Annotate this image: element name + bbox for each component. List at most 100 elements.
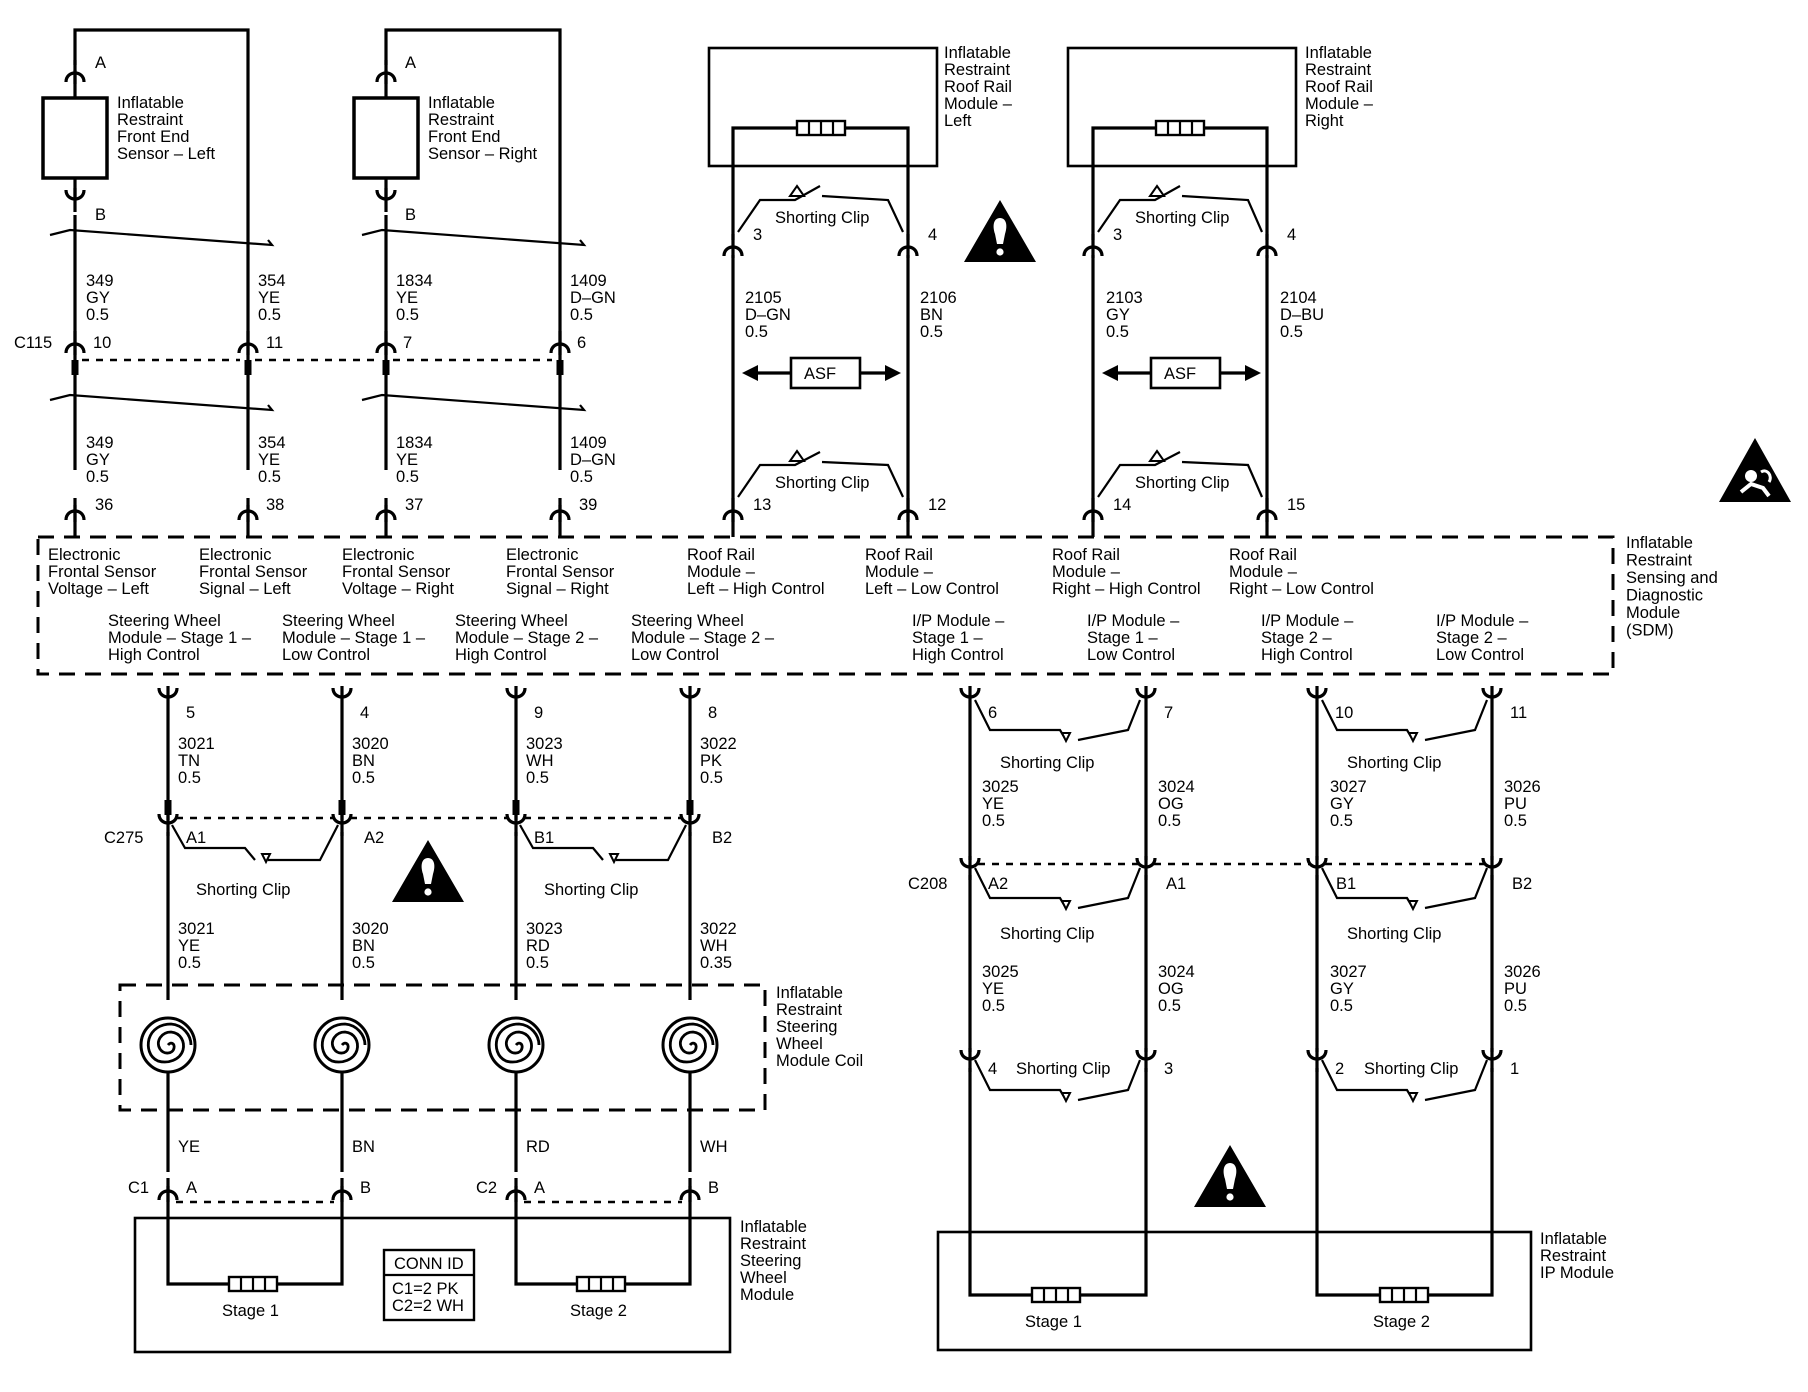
- pin-label: A1: [1166, 875, 1186, 893]
- sdm-pin-function-label: Frontal Sensor: [342, 563, 451, 581]
- pin-label: 7: [403, 334, 412, 352]
- wire-label: 0.5: [258, 468, 281, 486]
- connector-c208-label: C208: [908, 875, 947, 893]
- sdm-pin-function-label: Signal – Right: [506, 580, 609, 598]
- sdm-pin-function-label: Low Control: [282, 646, 370, 664]
- sdm-pin-function-label: I/P Module –: [1087, 612, 1180, 630]
- steering-wheel-module-label: Inflatable: [740, 1218, 807, 1236]
- sdm-pin-function-label: Low Control: [1436, 646, 1524, 664]
- wire-label: YE: [396, 289, 418, 307]
- wire-label: YE: [178, 1138, 200, 1156]
- coil-label: Steering: [776, 1018, 837, 1036]
- pin-label: B: [95, 206, 106, 224]
- steering-wheel-module-label: Restraint: [740, 1235, 806, 1253]
- sdm-pin-function-label: Electronic: [342, 546, 414, 564]
- pin-label: 4: [1287, 226, 1296, 244]
- shorting-clip-label: Shorting Clip: [1347, 754, 1441, 772]
- coil-icon: [661, 1016, 719, 1074]
- shorting-clip-label: Shorting Clip: [1135, 209, 1229, 227]
- connector-pin-icon: [1256, 498, 1278, 522]
- warning-icon: [392, 840, 464, 902]
- connector-pin-icon: [157, 1178, 179, 1202]
- pin-label: B2: [712, 829, 732, 847]
- wire-label: 2106: [920, 289, 957, 307]
- roof-rail-right-label: Module –: [1305, 95, 1374, 113]
- wire-label: YE: [258, 451, 280, 469]
- pin-label: B1: [534, 829, 554, 847]
- connector-pin-icon: [1256, 234, 1278, 258]
- wire-label: PU: [1504, 980, 1527, 998]
- connector-pin-icon: [1135, 856, 1157, 880]
- shorting-clip-label: Shorting Clip: [544, 881, 638, 899]
- wire-label: 0.5: [745, 323, 768, 341]
- pin-label: 8: [708, 704, 717, 722]
- connector-pin-icon: [1082, 234, 1104, 258]
- wire-label: YE: [178, 937, 200, 955]
- wire-label: 1834: [396, 272, 433, 290]
- sdm-pin-function-label: Electronic: [506, 546, 578, 564]
- wire-label: 0.5: [920, 323, 943, 341]
- pin-label: 14: [1113, 496, 1131, 514]
- front-sensor-right-label: Restraint: [428, 111, 494, 129]
- sdm-pin-function-label: Module –: [865, 563, 934, 581]
- pin-label: 1: [1510, 1060, 1519, 1078]
- front-sensor-right-label: Sensor – Right: [428, 145, 538, 163]
- wire-label: BN: [352, 937, 375, 955]
- sdm-pin-function-label: Roof Rail: [1052, 546, 1120, 564]
- pin-label: B: [405, 206, 416, 224]
- pin-label: A2: [988, 875, 1008, 893]
- wire-label: 3021: [178, 920, 215, 938]
- wire-label: YE: [396, 451, 418, 469]
- connector-c1-label: C1: [128, 1179, 149, 1197]
- wire-label: 1834: [396, 434, 433, 452]
- wire-label: YE: [982, 980, 1004, 998]
- connector-pin-icon: [331, 686, 353, 710]
- front-sensor-left-label: Front End: [117, 128, 189, 146]
- wire-label: 3023: [526, 735, 563, 753]
- connector-pin-icon: [64, 331, 86, 355]
- sdm-pin-function-label: Stage 1 –: [912, 629, 983, 647]
- sdm-pin-function-label: Stage 2 –: [1436, 629, 1507, 647]
- pin-label: A: [95, 54, 106, 72]
- wire-label: 0.35: [700, 954, 732, 972]
- wire-label: GY: [86, 451, 110, 469]
- connector-pin-icon: [1082, 498, 1104, 522]
- wire-label: 0.5: [1504, 812, 1527, 830]
- pin-label: A: [186, 1179, 197, 1197]
- sdm-pin-function-label: Module – Stage 1 –: [282, 629, 426, 647]
- sdm-pin-function-label: Right – Low Control: [1229, 580, 1374, 598]
- sdm-pin-function-label: I/P Module –: [912, 612, 1005, 630]
- wire-label: PK: [700, 752, 722, 770]
- sdm-pin-function-label: High Control: [455, 646, 547, 664]
- ip-module-label: IP Module: [1540, 1264, 1614, 1282]
- wire-label: 1409: [570, 434, 607, 452]
- shorting-clip-label: Shorting Clip: [1016, 1060, 1110, 1078]
- sdm-pin-function-label: High Control: [108, 646, 200, 664]
- pin-label: 3: [753, 226, 762, 244]
- connector-pin-icon: [505, 686, 527, 710]
- wire-label: GY: [86, 289, 110, 307]
- sdm-label: Diagnostic: [1626, 587, 1703, 605]
- sdm-label: Inflatable: [1626, 534, 1693, 552]
- wire-label: BN: [352, 752, 375, 770]
- sdm-pin-function-label: Roof Rail: [687, 546, 755, 564]
- sdm-pin-function-label: Frontal Sensor: [506, 563, 615, 581]
- wire-label: 0.5: [1158, 997, 1181, 1015]
- sdm-pin-function-label: Steering Wheel: [282, 612, 395, 630]
- wire-label: YE: [982, 795, 1004, 813]
- connector-pin-icon: [959, 1048, 981, 1072]
- sdm-pin-function-label: Right – High Control: [1052, 580, 1201, 598]
- pin-label: A1: [186, 829, 206, 847]
- wire-label: 0.5: [258, 306, 281, 324]
- sdm-pin-function-label: Electronic: [199, 546, 271, 564]
- wire-label: 3021: [178, 735, 215, 753]
- wire-label: OG: [1158, 980, 1184, 998]
- sdm-pin-function-label: Module –: [1229, 563, 1298, 581]
- steering-wheel-module-label: Steering: [740, 1252, 801, 1270]
- sdm-pin-function-label: Steering Wheel: [108, 612, 221, 630]
- connector-pin-icon: [64, 60, 86, 84]
- airbag-symbol-icon: [1719, 438, 1791, 502]
- connector-pin-icon: [375, 331, 397, 355]
- wire-label: 0.5: [352, 769, 375, 787]
